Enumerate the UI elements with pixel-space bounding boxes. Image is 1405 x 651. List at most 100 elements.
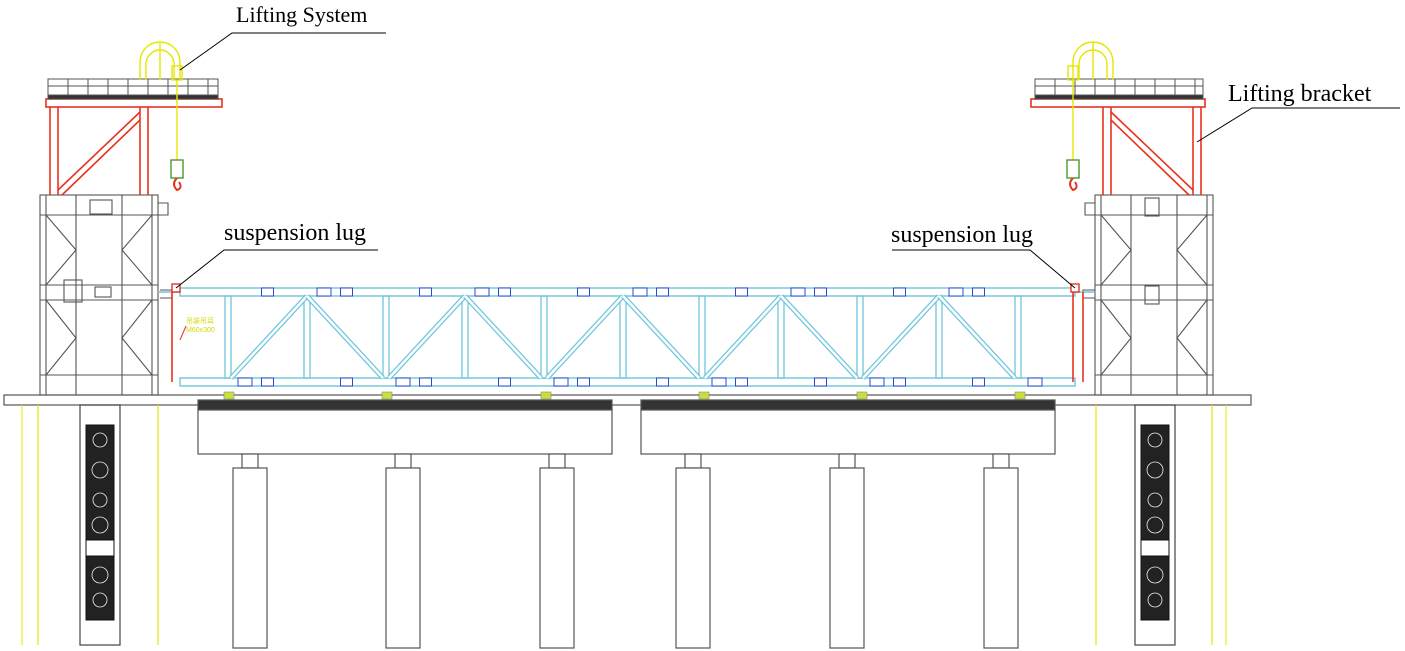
connection-plate [340,287,353,297]
piers [232,453,1019,649]
connection-plate [577,377,590,387]
connection-plate [948,287,964,297]
truss-post [303,295,311,379]
label-suspension-lug-right: suspension lug [891,222,1033,248]
tiny-note-line1: 吊装吊耳 [186,316,214,325]
truss-post [382,295,390,379]
callout-lifting-bracket: Lifting bracket [1196,81,1400,143]
pier-column [385,467,421,649]
truss-end-posts [171,292,1084,382]
pier-neck [548,453,566,469]
truss-post [856,295,864,379]
right-lifting-system [1066,41,1114,192]
truss-post [1014,295,1022,379]
connection-plate [261,287,274,297]
left-steel-tower [39,194,173,396]
ground-deck [3,394,1252,406]
connection-plate [632,287,648,297]
deck-slab-line [3,394,1252,406]
truss-post [698,295,706,379]
connection-plate [419,377,432,387]
truss-diagonal-inner [704,295,782,379]
pier-neck [394,453,412,469]
connection-plate [395,377,411,387]
truss-post [540,295,548,379]
left-cap-beam [197,409,613,455]
pier-column [539,467,575,649]
bearing-pad [856,391,868,400]
connection-plate [656,377,669,387]
callout-suspension-lug-left: suspension lug [175,220,378,289]
right-lifting-bracket [1030,98,1206,196]
label-lifting-system: Lifting System [236,2,367,27]
right-foundation [1095,404,1227,646]
bearing-pad [223,391,235,400]
truss-post [777,295,785,379]
truss-diagonal-inner [622,295,700,379]
connection-plate [316,287,332,297]
right-platform [1034,78,1204,100]
right-pile-texture [1140,424,1170,621]
pier-column [675,467,711,649]
connection-plate [790,287,806,297]
connection-plate [814,287,827,297]
pier-neck [838,453,856,469]
connection-plate [577,287,590,297]
connection-plate [893,287,906,297]
truss-diagonal-inner [230,295,308,379]
truss-post [935,295,943,379]
truss-diagonal-inner [938,295,1016,379]
truss-post [224,295,232,379]
connection-plate [474,287,490,297]
connection-plate [498,377,511,387]
connection-plate [1027,377,1043,387]
truss-diagonal-inner [464,295,542,379]
left-foundation [21,404,159,646]
label-lifting-bracket: Lifting bracket [1228,81,1372,107]
left-platform [47,78,219,100]
truss-diagonal-inner [546,295,624,379]
bottom-chord [179,377,1076,387]
connection-plate [656,287,669,297]
connection-plate [735,377,748,387]
connection-plate [498,287,511,297]
bearing-pad [1014,391,1026,400]
truss-post [461,295,469,379]
pier-column [829,467,865,649]
connection-plate [419,287,432,297]
truss-diagonal-inner [862,295,940,379]
connection-plate [972,287,985,297]
connection-plate [814,377,827,387]
pier-neck [241,453,259,469]
right-steel-tower [1082,194,1214,396]
bearing-pad [698,391,710,400]
left-lifting-bracket [45,98,223,196]
truss-post [619,295,627,379]
truss-diagonal-inner [780,295,858,379]
callout-suspension-lug-right: suspension lug [891,222,1076,289]
right-cap-beam [640,409,1056,455]
tiny-note-line2: M60x300 [186,327,215,334]
callout-lifting-system: Lifting System [179,2,386,71]
connection-plate [553,377,569,387]
truss-diagonal-inner [306,295,384,379]
connection-plate [869,377,885,387]
cap-beams [197,399,1056,455]
label-suspension-lug-left: suspension lug [224,220,366,246]
bearing-pad [540,391,552,400]
left-pile-texture [85,424,115,621]
pier-neck [684,453,702,469]
pier-neck [992,453,1010,469]
connection-plate [340,377,353,387]
connection-plate [711,377,727,387]
left-lifting-system [139,41,184,192]
bearing-pad [381,391,393,400]
connection-plate [972,377,985,387]
connection-plate [735,287,748,297]
pier-column [232,467,268,649]
connection-plate [237,377,253,387]
pier-column [983,467,1019,649]
connection-plate [893,377,906,387]
